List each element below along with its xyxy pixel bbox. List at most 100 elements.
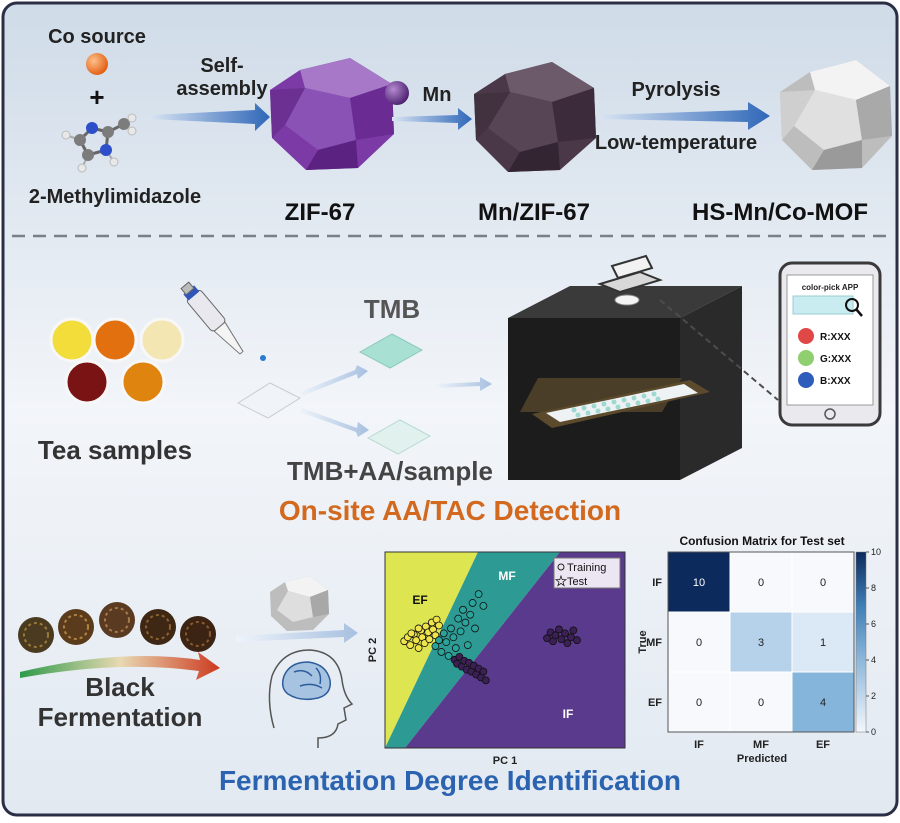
pca-point (454, 614, 463, 623)
arrow-to-tmb (300, 365, 368, 396)
pyrolysis-label: Pyrolysis (632, 79, 721, 101)
pca-point (569, 626, 578, 635)
pca-point (451, 644, 460, 652)
pca-point (557, 635, 566, 644)
tea-samples-label: Tea samples (38, 435, 192, 465)
cb-tick-label: 10 (871, 547, 881, 557)
g-label: G:XXX (820, 354, 851, 365)
cm-ytick: MF (646, 637, 662, 649)
cm-cell (791, 551, 855, 613)
pca-legend: Training Test (553, 557, 621, 589)
region-label-ef: EF (412, 593, 427, 607)
imaging-box (508, 254, 779, 480)
arrow-to-box (436, 377, 492, 391)
zif67-crystal-icon (270, 58, 394, 170)
legend-test: Test (567, 576, 587, 588)
pca-xlabel: PC 1 (493, 755, 517, 767)
co-source-label: Co source (48, 26, 146, 48)
tmb-label: TMB (364, 294, 420, 324)
pca-point (573, 636, 581, 645)
brain-head-icon (268, 649, 354, 748)
cb-tick-label: 4 (871, 655, 876, 665)
black-label: Black (85, 672, 155, 702)
tea-sample-dish (139, 317, 185, 363)
cm-xtick: EF (816, 739, 830, 751)
pca-point (459, 605, 467, 614)
pca-point (456, 627, 465, 636)
tea-sample-group (49, 317, 185, 405)
tmb-chip (358, 333, 424, 369)
red-swatch-icon (798, 328, 814, 344)
droplet-icon (260, 355, 266, 361)
hs-mn-co-mof-crystal-icon (780, 60, 892, 170)
paper-chip-blank (236, 382, 302, 419)
legend-training: Training (567, 562, 606, 574)
pca-point (407, 629, 416, 638)
pca-plot: EF MF IF Training Test PC 1 PC 2 (367, 551, 626, 767)
arrow-to-tmb-aa (300, 408, 369, 437)
synthesis-row: Co source + 2-Methylimidazole (29, 26, 892, 226)
tmb-aa-label: TMB+AA/sample (287, 456, 493, 486)
fermentation-title: Fermentation Degree Identification (219, 765, 681, 796)
detection-title: On-site AA/TAC Detection (279, 495, 621, 526)
pca-point (479, 667, 488, 676)
co-ion-icon (86, 53, 108, 75)
tea-leaf-balls (18, 602, 216, 653)
legend-star-icon (554, 574, 568, 587)
pca-point (447, 624, 455, 633)
product-label: HS-Mn/Co-MOF (692, 199, 868, 226)
cm-xtick: IF (694, 739, 704, 751)
cm-cell-value: 0 (696, 637, 702, 649)
smartphone-icon: color-pick APP R:XXX G:XXX B:XXX (778, 261, 882, 427)
pca-point (471, 624, 479, 633)
pca-point (481, 676, 490, 685)
pca-point (468, 599, 477, 607)
cm-cell (729, 611, 793, 673)
app-title: color-pick APP (802, 283, 859, 292)
pca-point (466, 610, 475, 619)
pca-point (561, 629, 569, 638)
mn-doping-arrow (392, 108, 472, 130)
mn-label: Mn (423, 84, 452, 106)
region-if (405, 552, 625, 748)
pca-point (414, 644, 423, 652)
tea-sample-dish (92, 317, 138, 363)
pca-point (437, 648, 446, 656)
cm-cell-value: 0 (696, 697, 702, 709)
cm-cell-value: 0 (758, 577, 764, 589)
cm-cell-value: 0 (758, 697, 764, 709)
low-temperature-label: Low-temperature (595, 132, 757, 154)
pca-point (442, 638, 451, 647)
pca-point (555, 625, 563, 634)
cm-ytick: IF (652, 577, 662, 589)
pca-point (435, 636, 443, 645)
cm-cell-value: 10 (693, 577, 705, 589)
cm-cell-value: 3 (758, 637, 764, 649)
pca-point (414, 624, 423, 633)
self-assembly-label-1: Self- (200, 55, 243, 77)
fermentation-row: Black Fermentation EF MF IF (18, 534, 881, 796)
pca-frame (384, 551, 626, 749)
cm-title: Confusion Matrix for Test set (679, 534, 844, 548)
fermentation-arrow (20, 652, 220, 680)
pyrolysis-arrow (600, 102, 770, 130)
tea-sample-dish (120, 359, 166, 405)
pca-point (425, 635, 434, 644)
tmb-aa-chip (366, 419, 432, 455)
pca-point (461, 618, 470, 627)
r-label: R:XXX (820, 332, 851, 343)
cm-cell (729, 671, 793, 733)
region-label-mf: MF (498, 569, 515, 583)
pca-point (551, 631, 560, 640)
cb-tick-label: 0 (871, 727, 876, 737)
cb-tick-label: 8 (871, 583, 876, 593)
zif67-label: ZIF-67 (285, 199, 356, 226)
pca-point (463, 641, 472, 649)
cm-ytick: EF (648, 697, 662, 709)
cm-cell-value: 1 (820, 637, 826, 649)
pca-point (479, 602, 488, 610)
cm-colorbar (855, 551, 867, 733)
plus-sign: + (89, 82, 104, 112)
mn-zif67-label: Mn/ZIF-67 (478, 199, 590, 226)
pca-point (474, 590, 483, 599)
